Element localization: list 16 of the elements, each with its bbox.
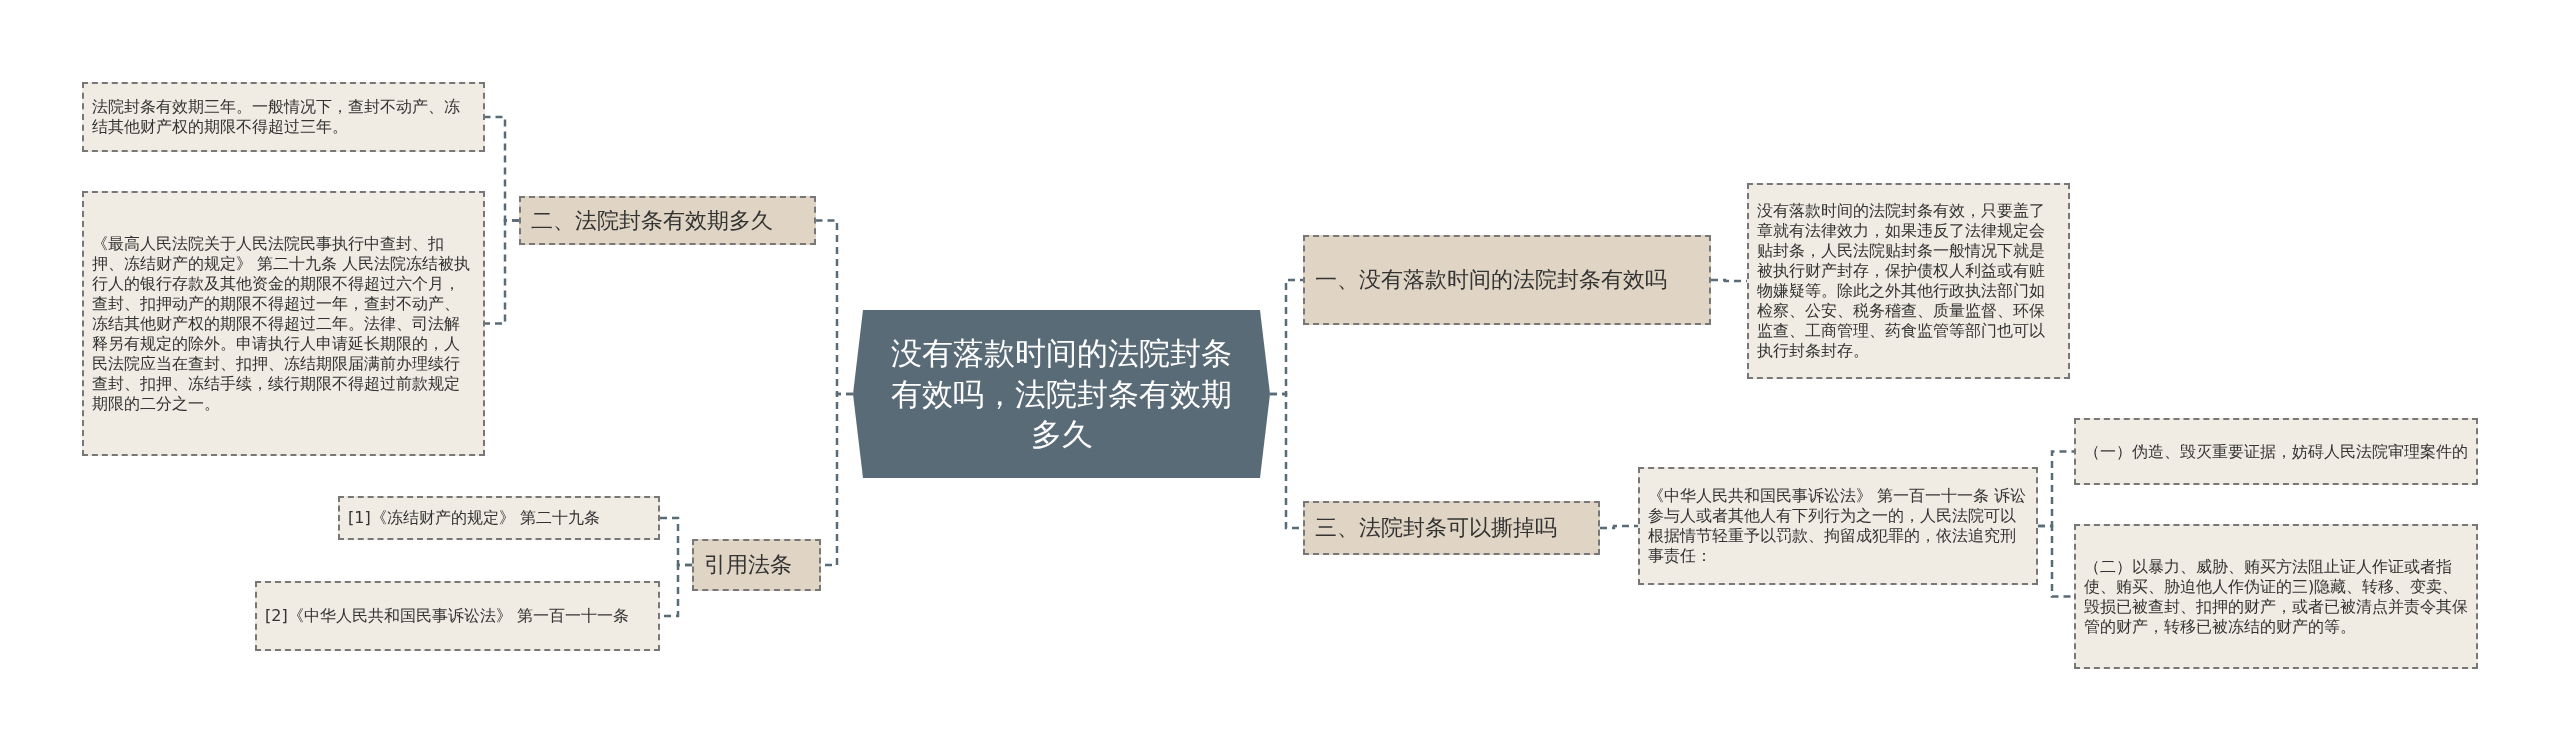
note-box: 法院封条有效期三年。一般情况下，查封不动产、冻结其他财产权的期限不得超过三年。 — [82, 82, 485, 152]
connector-line — [1600, 524, 1638, 530]
connector-line — [2038, 524, 2074, 598]
note-box: （一）伪造、毁灭重要证据，妨碍人民法院审理案件的 — [2074, 418, 2478, 485]
note-box: （二）以暴力、威胁、贿买方法阻止证人作证或者指使、贿买、胁迫他人作伪证的三)隐藏、转移、变卖、毁损已被查封、扣押的财产，或者已被清点并责令其保管的财产，转移已被冻结的财产的等。 — [2074, 524, 2478, 669]
connector-line — [485, 219, 519, 325]
note-box: 《最高人民法院关于人民法院民事执行中查封、扣押、冻结财产的规定》 第二十九条 人民法院冻结被执行人的银行存款及其他资金的期限不得超过六个月，查封、扣押动产的期限不得超过一年，查封不动产、冻结其他财产权的期限不得超过二年。法律、司法解释另有规定的除外。申请执行人申请延长期限的，人民法院应当在查封、扣押、冻结期限届满前办理续行查封、扣押、冻结手续，续行期限不得超过前款规定期限的二分之一。 — [82, 191, 485, 456]
topic-box: 三、法院封条可以撕掉吗 — [1303, 501, 1600, 555]
central-topic: 没有落款时间的法院封条有效吗，法院封条有效期多久 — [853, 310, 1270, 478]
topic-box: 二、法院封条有效期多久 — [519, 196, 816, 245]
topic-box: 一、没有落款时间的法院封条有效吗 — [1303, 235, 1711, 325]
note-box: 没有落款时间的法院封条有效，只要盖了章就有法律效力，如果违反了法律规定会贴封条，人民法院贴封条一般情况下就是被执行财产封存，保护债权人利益或有赃物嫌疑等。除此之外其他行政执法部门如检察、公安、税务稽查、质量监督、环保监查、工商管理、药食监管等部门也可以执行封条封存。 — [1747, 183, 2070, 379]
note-box: [1]《冻结财产的规定》 第二十九条 — [338, 496, 660, 540]
note-box: 《中华人民共和国民事诉讼法》 第一百一十一条 诉讼参与人或者其他人有下列行为之一的，人民法院可以根据情节轻重予以罚款、拘留成犯罪的，依法追究刑事责任： — [1638, 467, 2038, 585]
note-box: [2]《中华人民共和国民事诉讼法》 第一百一十一条 — [255, 581, 660, 651]
topic-box: 引用法条 — [692, 539, 821, 591]
